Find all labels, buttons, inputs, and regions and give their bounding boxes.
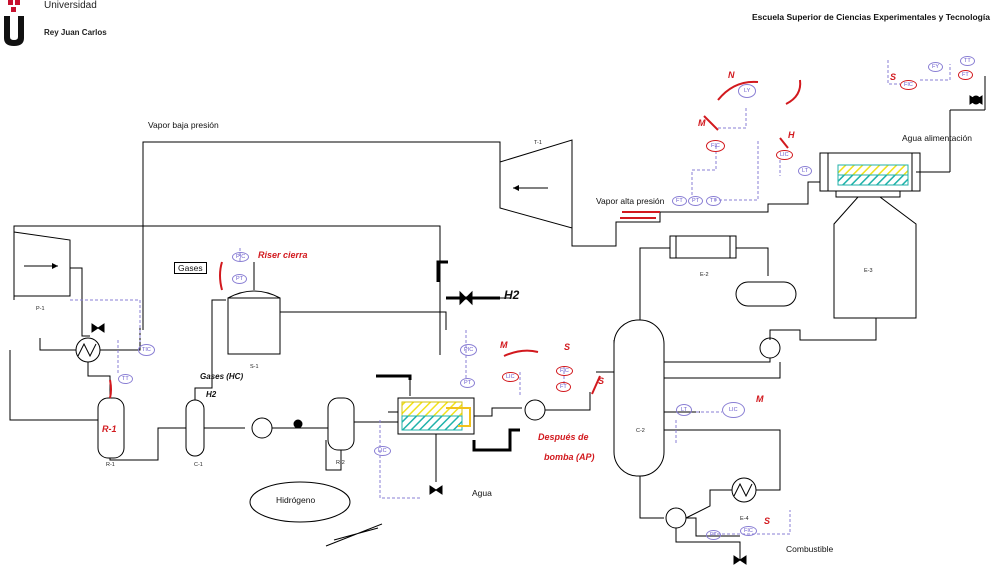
university-logo [2, 0, 26, 46]
r2-label: R-2 [336, 460, 345, 466]
instrument-lic-c2: LIC [722, 402, 745, 418]
vapor-baja-label: Vapor baja presión [148, 120, 219, 130]
vessel-s1 [227, 297, 281, 355]
instrument-pt-t1: PT [688, 196, 704, 206]
agua-alimentacion-label: Agua alimentación [902, 133, 972, 143]
c2-label: C-2 [636, 428, 645, 434]
r1-label: R-1 [106, 462, 115, 468]
instrument-fic-t1: FIC [706, 140, 725, 152]
instrument-tic-p1: TIC [138, 344, 155, 356]
instrument-fy-feed: FY [928, 62, 944, 72]
instrument-pic-s1: PIC [232, 252, 250, 262]
instrument-ft-t1: FT [672, 196, 687, 206]
m-mark-fic: M [698, 118, 706, 128]
s-mark-e4: S [764, 516, 771, 526]
instrument-tt-t1: TT [706, 196, 721, 206]
p1-label: P-1 [36, 306, 45, 312]
instrument-ft-feed: FT [958, 70, 973, 80]
m-mark-c2: M [756, 394, 764, 404]
instrument-ft-pump: FT [556, 382, 571, 392]
instrument-lic-pump: LIC [502, 372, 519, 382]
instrument-tt-r1: TT [118, 374, 133, 384]
t1-label: T-1 [534, 140, 542, 146]
hidrogeno-ellipse [249, 481, 351, 523]
instrument-lt-e3: LT [798, 166, 813, 176]
turbine-t1 [499, 139, 573, 229]
s-mark-pump: S [564, 342, 571, 352]
vapor-alta-label: Vapor alta presión [596, 196, 665, 206]
instrument-ft-e4: FT [706, 530, 721, 540]
s-mark-pump2: S [598, 376, 605, 386]
e4-label: E-4 [740, 516, 749, 522]
university-name-2: Rey Juan Carlos [44, 28, 107, 37]
instrument-ly: LY [738, 84, 757, 98]
instrument-fic-e4: FIC [740, 526, 757, 536]
exchanger-e4 [731, 477, 757, 503]
m-mark-pump: M [500, 340, 508, 350]
column-c2 [613, 319, 665, 477]
gases-hc-annotation: Gases (HC) [200, 372, 244, 381]
exchanger-e2 [669, 235, 737, 259]
vessel-e3-body [833, 196, 917, 319]
pump-p1 [13, 231, 71, 297]
h2-out-label: H2 [504, 288, 520, 302]
e2-label: E-2 [700, 272, 709, 278]
vapor-baja-line [142, 141, 501, 330]
agua-label: Agua [472, 488, 492, 498]
instrument-pt-s1: PT [232, 274, 248, 284]
instrument-fic-feed: FIC [900, 80, 917, 90]
s-mark-feed: S [890, 72, 897, 82]
c1-label: C-1 [194, 462, 203, 468]
instrument-lt-c2: LT [676, 404, 693, 416]
s1-label: S-1 [250, 364, 259, 370]
h2-small-annotation: H2 [206, 390, 217, 399]
hidrogeno-label: Hidrógeno [276, 495, 316, 505]
combustible-label: Combustible [786, 544, 834, 554]
instrument-tt-feed: TT [960, 56, 975, 66]
accumulator [735, 281, 797, 307]
instrument-pt-h2: PT [460, 378, 476, 388]
reactor-r2 [327, 397, 355, 451]
instrument-fic-pump: FIC [556, 366, 573, 376]
school-name: Escuela Superior de Ciencias Experimenta… [752, 12, 990, 22]
university-name: Universidad [44, 0, 97, 11]
instrument-lic-exch: LIC [374, 446, 391, 456]
vessel-c1 [185, 399, 205, 457]
despues-annotation: Después de [538, 432, 589, 442]
h-mark-lic: H [788, 130, 795, 140]
gases-label: Gases [174, 262, 207, 274]
instrument-pic-h2: PIC [460, 344, 478, 356]
n-mark-ly: N [728, 70, 735, 80]
e3-label: E-3 [864, 268, 873, 274]
riser-annotation: Riser cierra [258, 250, 308, 260]
r1-inside-label: R-1 [102, 424, 117, 434]
instrument-lic-e3: LIC [776, 150, 793, 160]
logo-graphic [4, 0, 24, 46]
bomba-annotation: bomba (AP) [544, 452, 595, 462]
